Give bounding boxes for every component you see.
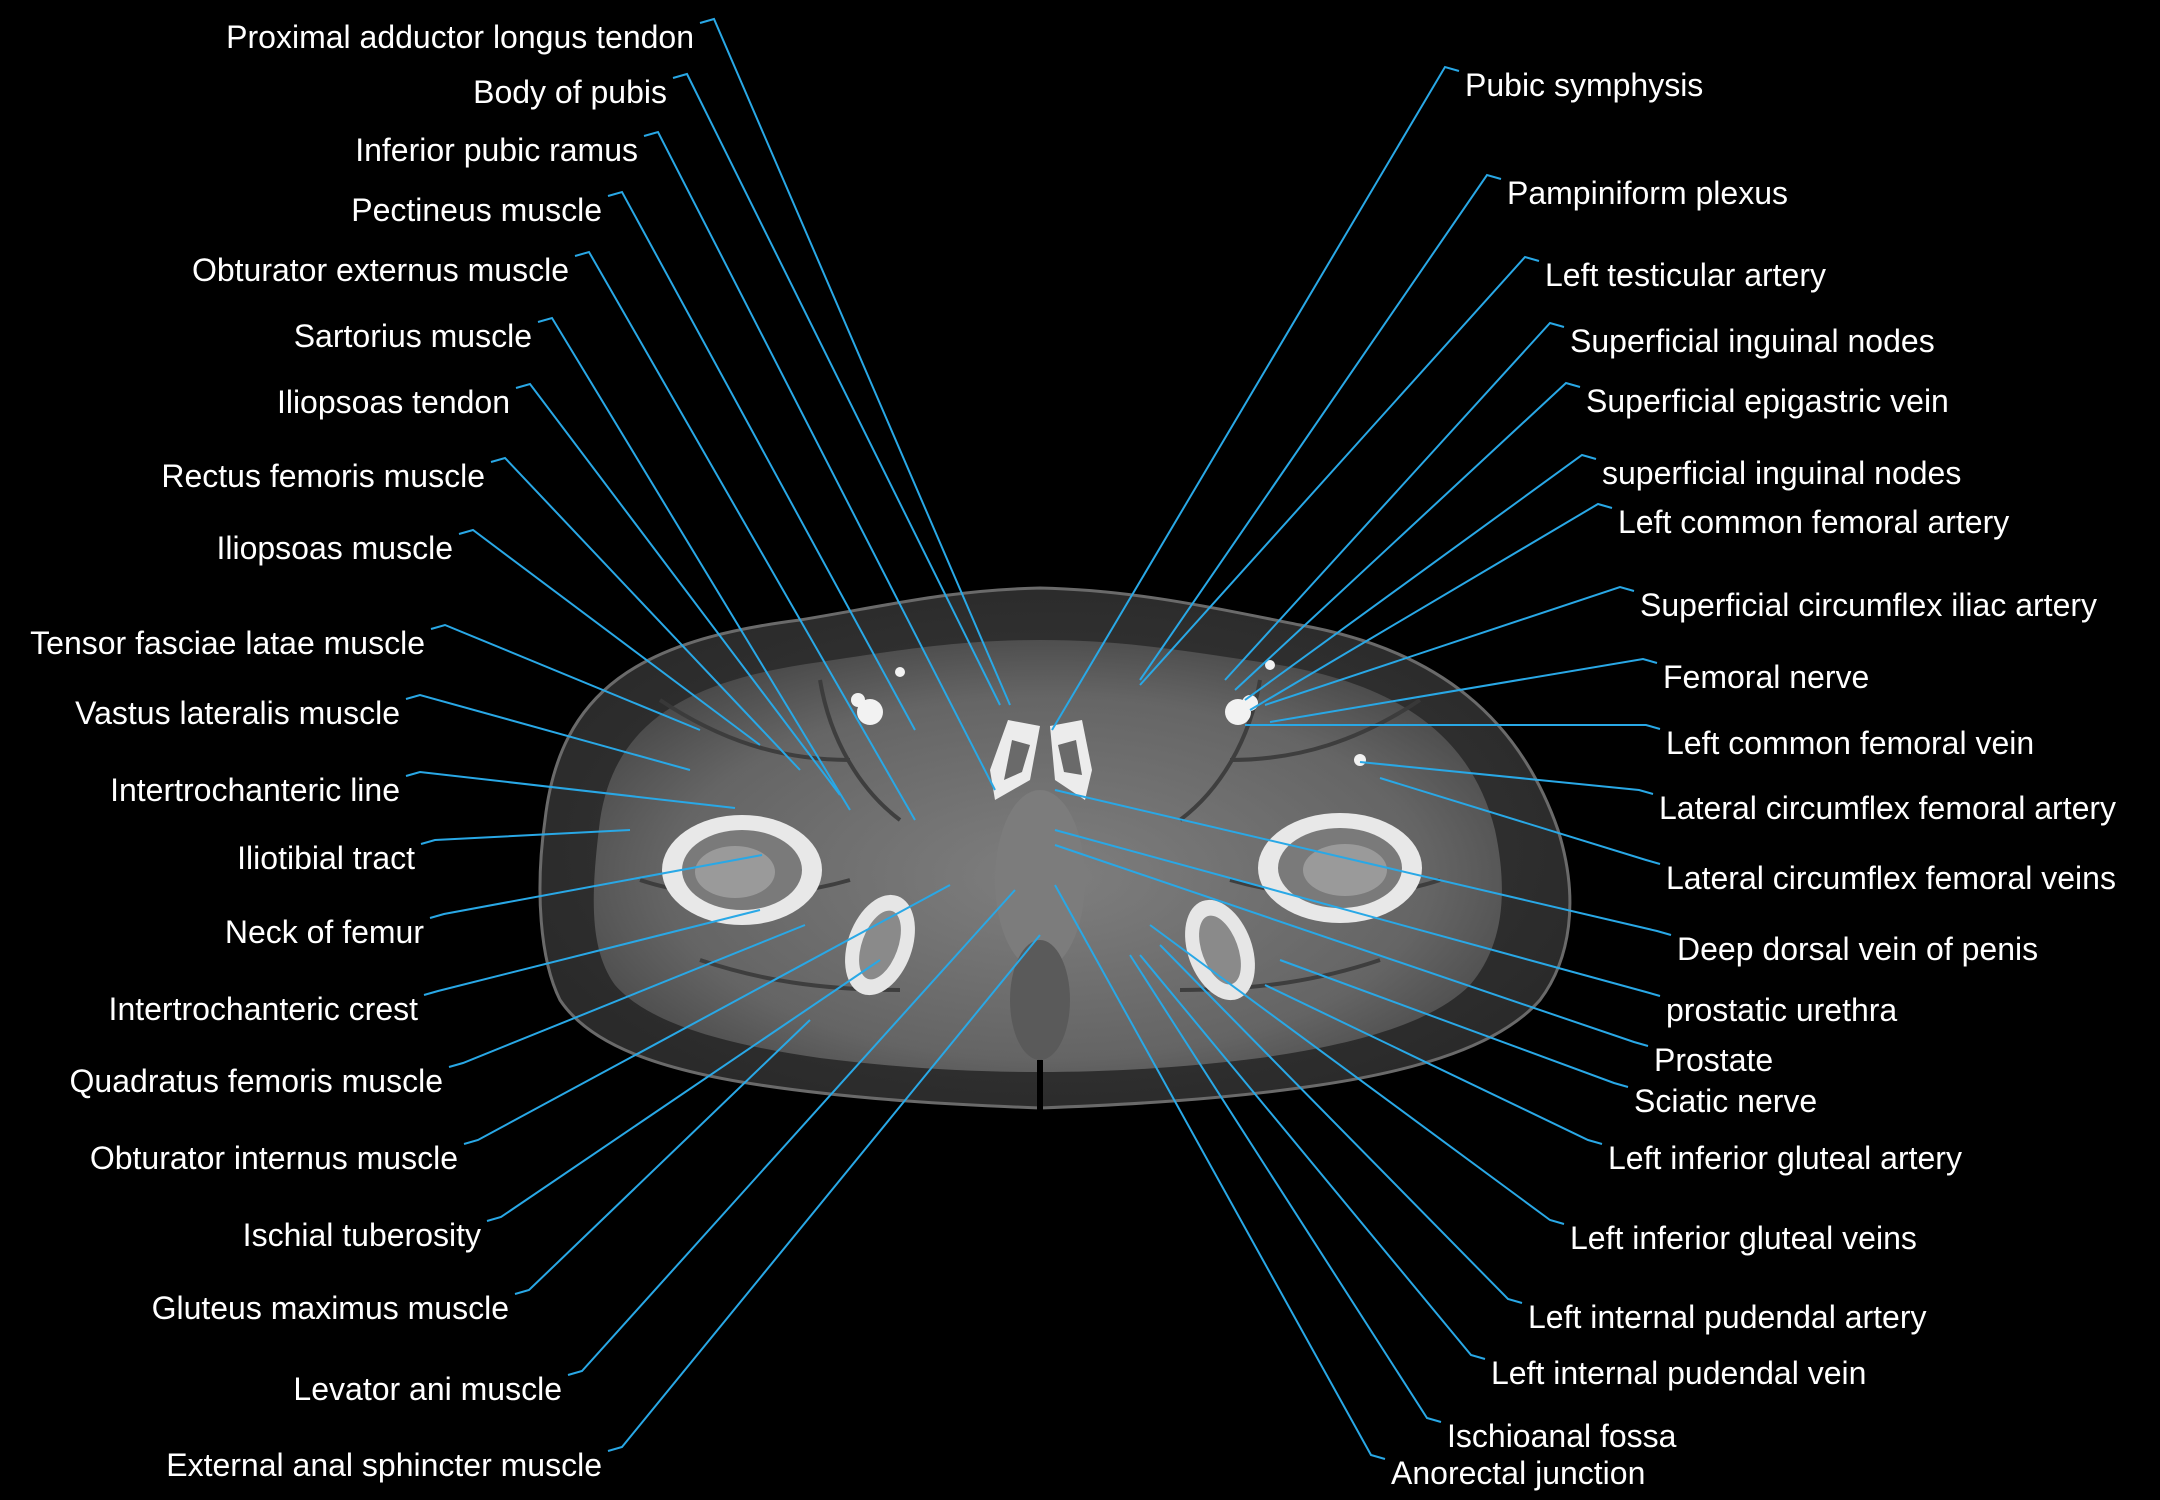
leader-ischial-tuberosity (486, 959, 881, 1222)
femur-right-side-of-image-left (662, 815, 822, 925)
leader-lateral-circumflex-femoral-artery (1359, 761, 1654, 795)
leader-anorectal-junction (1054, 884, 1386, 1460)
label-iliopsoas-muscle: Iliopsoas muscle (216, 530, 453, 566)
leader-pectineus-muscle (607, 190, 916, 731)
leader-vastus-lateralis-muscle (405, 693, 691, 771)
leader-superficial-inguinal-nodes (1244, 453, 1597, 701)
label-left-inferior-gluteal-artery: Left inferior gluteal artery (1608, 1140, 1962, 1176)
label-quadratus-femoris-muscle: Quadratus femoris muscle (69, 1063, 443, 1099)
leader-left-common-femoral-artery (1249, 502, 1613, 711)
leader-obturator-internus-muscle (463, 884, 951, 1145)
label-obturator-internus-muscle: Obturator internus muscle (89, 1140, 458, 1176)
label-sartorius-muscle: Sartorius muscle (293, 318, 532, 354)
label-body-of-pubis: Body of pubis (473, 74, 667, 110)
leader-left-common-femoral-vein (1245, 724, 1661, 730)
label-ischioanal-fossa: Ischioanal fossa (1447, 1418, 1677, 1454)
leader-body-of-pubis (672, 72, 1001, 706)
label-sciatic-nerve: Sciatic nerve (1634, 1083, 1818, 1119)
leader-sciatic-nerve (1279, 959, 1629, 1088)
leader-proximal-adductor-longus-tendon (699, 17, 1011, 706)
label-left-common-femoral-vein: Left common femoral vein (1666, 725, 2035, 761)
leader-levator-ani-muscle (567, 889, 1016, 1376)
label-tensor-fasciae-latae-muscle: Tensor fasciae latae muscle (30, 625, 425, 661)
femur-left-side-of-image-right (1258, 813, 1422, 923)
leader-deep-dorsal-vein-of-penis (1054, 789, 1672, 936)
leader-superficial-circumflex-iliac-artery (1264, 585, 1635, 706)
label-left-internal-pudendal-vein: Left internal pudendal vein (1491, 1355, 1867, 1391)
label-anorectal-junction: Anorectal junction (1391, 1455, 1646, 1491)
label-femoral-nerve: Femoral nerve (1663, 659, 1870, 695)
label-pubic-symphysis: Pubic symphysis (1465, 67, 1704, 103)
leader-gluteus-maximus-muscle (514, 1019, 811, 1295)
label-inferior-pubic-ramus: Inferior pubic ramus (355, 132, 638, 168)
label-left-common-femoral-artery: Left common femoral artery (1618, 504, 2010, 540)
leader-rectus-femoris-muscle (490, 456, 801, 771)
label-lateral-circumflex-femoral-veins: Lateral circumflex femoral veins (1666, 860, 2116, 896)
label-lateral-circumflex-femoral-artery: Lateral circumflex femoral artery (1659, 790, 2117, 826)
leader-prostate (1054, 844, 1649, 1047)
label-proximal-adductor-longus-tendon: Proximal adductor longus tendon (226, 19, 694, 55)
leader-left-internal-pudendal-vein (1139, 954, 1486, 1360)
leader-iliopsoas-tendon (515, 382, 841, 796)
leader-tensor-fasciae-latae-muscle (430, 623, 701, 731)
leader-iliotibial-tract (420, 829, 631, 845)
leader-prostatic-urethra (1054, 829, 1661, 997)
label-pampiniform-plexus: Pampiniform plexus (1507, 175, 1788, 211)
leader-inferior-pubic-ramus (643, 130, 996, 791)
leader-left-testicular-artery (1139, 255, 1540, 686)
leader-superficial-epigastric-vein (1234, 381, 1581, 691)
label-intertrochanteric-line: Intertrochanteric line (110, 772, 400, 808)
label-obturator-externus-muscle: Obturator externus muscle (191, 252, 569, 288)
label-prostate: Prostate (1654, 1042, 1774, 1078)
label-prostatic-urethra: prostatic urethra (1666, 992, 1898, 1028)
leader-pubic-symphysis (1051, 65, 1460, 731)
leader-quadratus-femoris-muscle (448, 924, 806, 1068)
label-deep-dorsal-vein-of-penis: Deep dorsal vein of penis (1677, 931, 2039, 967)
label-iliopsoas-tendon: Iliopsoas tendon (276, 384, 510, 420)
leader-left-inferior-gluteal-artery (1264, 984, 1603, 1145)
label-superficial-circumflex-iliac-artery: Superficial circumflex iliac artery (1640, 587, 2098, 623)
leader-femoral-nerve (1269, 657, 1658, 723)
leader-intertrochanteric-line (405, 770, 736, 809)
label-intertrochanteric-crest: Intertrochanteric crest (108, 991, 418, 1027)
leader-iliopsoas-muscle (458, 528, 761, 746)
label-external-anal-sphincter-muscle: External anal sphincter muscle (166, 1447, 602, 1483)
label-left-inferior-gluteal-veins: Left inferior gluteal veins (1570, 1220, 1917, 1256)
label-left-testicular-artery: Left testicular artery (1545, 257, 1826, 293)
leader-left-internal-pudendal-artery (1159, 944, 1523, 1304)
label-superficial-inguinal-nodes: Superficial inguinal nodes (1570, 323, 1935, 359)
label-left-internal-pudendal-artery: Left internal pudendal artery (1528, 1299, 1927, 1335)
leader-lateral-circumflex-femoral-veins (1379, 777, 1661, 865)
leader-intertrochanteric-crest (423, 909, 761, 996)
label-superficial-epigastric-vein: Superficial epigastric vein (1586, 383, 1949, 419)
label-vastus-lateralis-muscle: Vastus lateralis muscle (75, 695, 400, 731)
label-superficial-inguinal-nodes: superficial inguinal nodes (1602, 455, 1962, 491)
leader-obturator-externus-muscle (574, 250, 916, 821)
label-neck-of-femur: Neck of femur (224, 914, 424, 950)
leader-external-anal-sphincter-muscle (607, 934, 1041, 1452)
label-ischial-tuberosity: Ischial tuberosity (242, 1217, 481, 1253)
label-gluteus-maximus-muscle: Gluteus maximus muscle (151, 1290, 509, 1326)
leader-pampiniform-plexus (1139, 173, 1502, 681)
leader-left-inferior-gluteal-veins (1149, 924, 1565, 1225)
leader-ischioanal-fossa (1129, 954, 1442, 1423)
label-pectineus-muscle: Pectineus muscle (351, 192, 602, 228)
label-iliotibial-tract: Iliotibial tract (237, 840, 415, 876)
label-levator-ani-muscle: Levator ani muscle (293, 1371, 562, 1407)
leader-superficial-inguinal-nodes (1224, 321, 1565, 681)
leader-sartorius-muscle (537, 316, 851, 811)
label-rectus-femoris-muscle: Rectus femoris muscle (161, 458, 485, 494)
leader-neck-of-femur (429, 854, 763, 919)
